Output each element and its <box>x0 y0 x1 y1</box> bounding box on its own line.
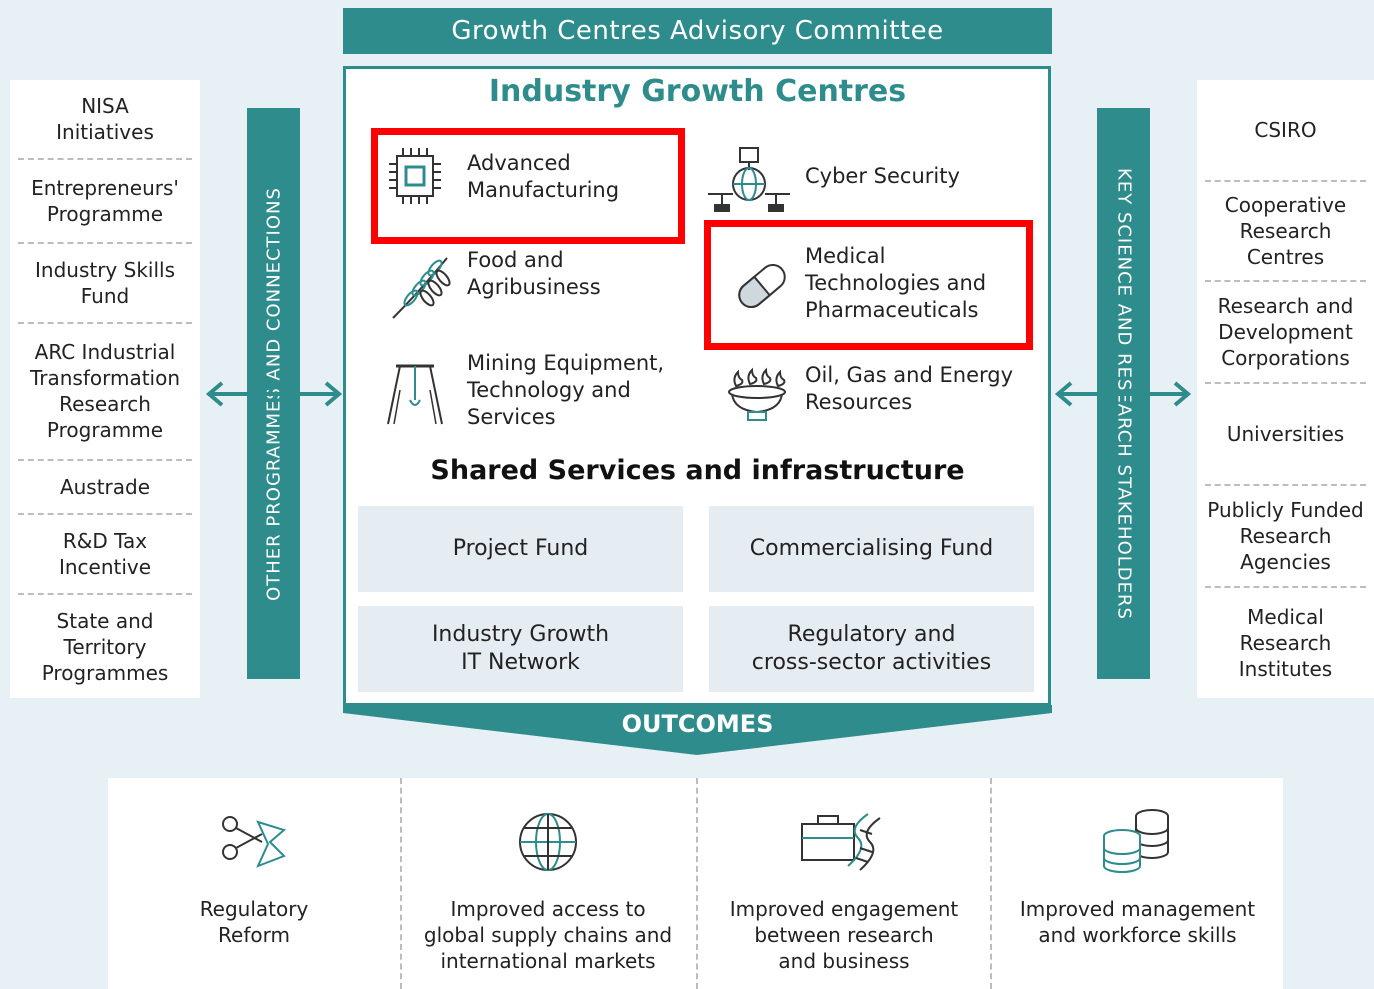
divider <box>696 778 698 989</box>
divider <box>18 513 192 515</box>
service-commercialising-fund: Commercialising Fund <box>709 506 1034 592</box>
centre-advanced-manufacturing: Advanced Manufacturing <box>467 151 620 202</box>
globe-network-icon <box>708 147 790 212</box>
committee-title: Growth Centres Advisory Committee <box>451 16 944 46</box>
outcomes-label: OUTCOMES <box>621 710 774 738</box>
outcomes-panel: Regulatory Reform Improved access to glo… <box>108 778 1283 989</box>
divider <box>1205 484 1366 486</box>
right-item-csiro: CSIRO <box>1254 118 1317 142</box>
divider <box>1205 180 1366 182</box>
left-item-state-territory: State and Territory Programmes <box>41 608 169 685</box>
chip-icon <box>389 148 441 204</box>
service-label: Regulatory and cross-sector activities <box>751 622 992 675</box>
service-label: Project Fund <box>452 536 589 561</box>
right-item-medical-research: Medical Research Institutes <box>1238 605 1333 681</box>
left-item-arc: ARC Industrial Transformation Research P… <box>29 340 181 442</box>
gas-flame-icon <box>728 367 786 421</box>
other-programmes-list: NISA Initiatives Entrepreneurs' Programm… <box>10 80 200 698</box>
mining-rig-icon <box>387 364 443 425</box>
right-item-publicly-funded: Publicly Funded Research Agencies <box>1207 498 1364 574</box>
divider <box>1205 586 1366 588</box>
left-item-nisa: NISA Initiatives <box>56 94 154 144</box>
centre-food-agribusiness: Food and Agribusiness <box>467 248 601 299</box>
highlight-advanced-manufacturing <box>371 128 685 244</box>
service-project-fund: Project Fund <box>358 506 683 592</box>
outcome-label: Regulatory Reform <box>199 897 309 947</box>
service-it-network: Industry Growth IT Network <box>358 606 683 692</box>
divider <box>18 593 192 595</box>
outcome-global-access: Improved access to global supply chains … <box>402 778 694 989</box>
divider <box>18 322 192 324</box>
left-item-austrade: Austrade <box>59 475 151 499</box>
divider <box>990 778 992 989</box>
centre-oil-gas: Oil, Gas and Energy Resources <box>805 363 1014 414</box>
right-double-arrow <box>1054 381 1192 407</box>
right-item-rdc: Research and Development Corporations <box>1217 294 1354 370</box>
right-item-universities: Universities <box>1226 422 1345 446</box>
outcome-label: Improved management and workforce skills <box>1019 897 1256 947</box>
centre-medtech-pharma: Medical Technologies and Pharmaceuticals <box>805 244 987 322</box>
outcomes-arrow <box>343 705 1052 755</box>
right-item-crc: Cooperative Research Centres <box>1224 193 1347 269</box>
highlight-medtech-pharma <box>704 220 1033 350</box>
left-double-arrow <box>205 381 343 407</box>
service-regulatory: Regulatory and cross-sector activities <box>709 606 1034 692</box>
capsule-icon <box>738 264 786 308</box>
left-item-industry-skills: Industry Skills Fund <box>35 258 175 308</box>
service-label: Industry Growth IT Network <box>431 622 610 675</box>
committee-banner: Growth Centres Advisory Committee <box>343 8 1052 54</box>
divider <box>1205 280 1366 282</box>
outcome-label: Improved engagement between research and… <box>729 897 959 973</box>
left-item-rd-tax: R&D Tax Incentive <box>58 529 152 579</box>
left-item-entrepreneurs: Entrepreneurs' Programme <box>31 176 179 226</box>
divider <box>18 158 192 160</box>
divider <box>1205 382 1366 384</box>
centre-mining: Mining Equipment, Technology and Service… <box>467 351 665 429</box>
outcome-regulatory-reform: Regulatory Reform <box>108 778 400 989</box>
scissors-cutting-tape-icon <box>222 816 287 868</box>
coin-stack-icon <box>1103 809 1169 873</box>
centre-cyber-security: Cyber Security <box>805 164 960 188</box>
stakeholders-list: CSIRO Cooperative Research Centres Resea… <box>1197 80 1374 698</box>
industry-growth-centres-box <box>343 66 1051 706</box>
briefcase-dna-icon <box>801 813 881 871</box>
outcome-management-skills: Improved management and workforce skills <box>992 778 1283 989</box>
igc-title: Industry Growth Centres <box>488 74 907 109</box>
globe-icon <box>519 813 577 871</box>
service-label: Commercialising Fund <box>749 536 994 561</box>
shared-services-title: Shared Services and infrastructure <box>430 455 965 486</box>
outcome-engagement: Improved engagement between research and… <box>698 778 990 989</box>
outcome-label: Improved access to global supply chains … <box>423 897 673 973</box>
wheat-icon <box>392 257 451 319</box>
divider <box>18 459 192 461</box>
divider <box>18 242 192 244</box>
divider <box>400 778 402 989</box>
